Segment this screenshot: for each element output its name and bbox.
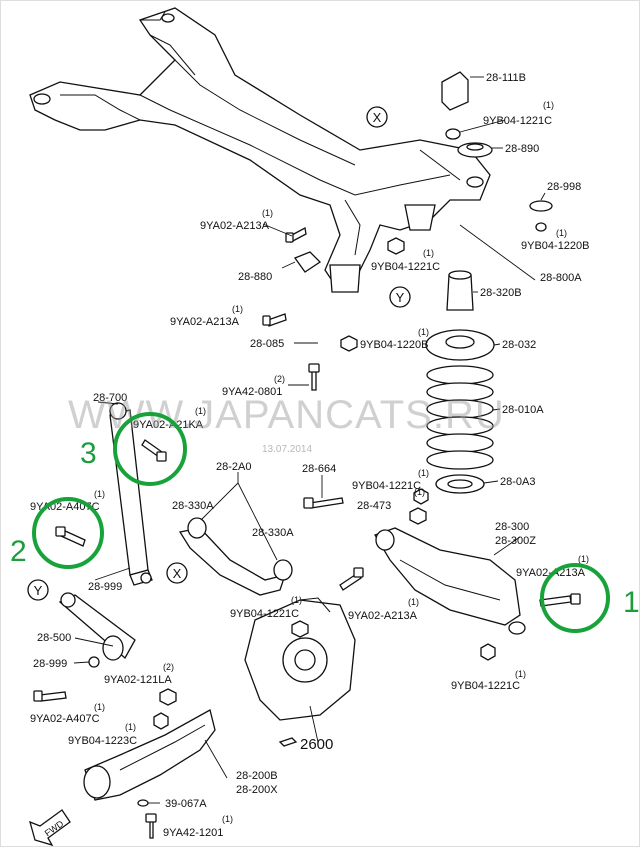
qty-9yb04-1221c-top: (1) [543, 100, 554, 110]
rear-crossmember [29, 7, 491, 293]
label-2600: 2600 [300, 736, 333, 753]
view-marker-x-top-label: X [373, 110, 382, 125]
view-marker-y-bottom-label: Y [34, 583, 43, 598]
label-9ya02-21ka: 9YA02-A21KA [133, 419, 204, 431]
label-28-330a-left: 28-330A [172, 500, 214, 512]
qty-9yb04-1221c-low: (1) [291, 595, 302, 605]
label-28-032: 28-032 [502, 339, 536, 351]
label-28-010a: 28-010A [502, 404, 544, 416]
view-marker-y-top [389, 286, 411, 308]
leader-lines [73, 76, 546, 804]
label-9yb04-1221c-spring: 9YB04-1221C [352, 480, 421, 492]
label-9yb04-1221c-low: 9YB04-1221C [230, 608, 299, 620]
label-28-473: 28-473 [357, 500, 391, 512]
lower-control-arm [374, 527, 526, 635]
view-marker-x-bottom-label: X [173, 566, 182, 581]
label-28-200b: 28-200B [236, 770, 278, 782]
label-28-500: 28-500 [37, 632, 71, 644]
qty-9ya42-0801: (2) [274, 374, 285, 384]
qty-9ya02-21ka: (1) [195, 406, 206, 416]
label-9yb04-1220b-mid: 9YB04-1220B [360, 339, 429, 351]
label-28-2a0: 28-2A0 [216, 461, 251, 473]
label-9ya02-a213a-1: 9YA02-A213A [200, 220, 270, 232]
label-28-200x: 28-200X [236, 784, 278, 796]
label-28-999-top: 28-999 [88, 581, 122, 593]
qty-28-473: (1) [414, 487, 425, 497]
label-28-300: 28-300 [495, 521, 529, 533]
callout-markers: 1 2 3 [10, 412, 640, 633]
callout-number-1: 1 [623, 586, 640, 619]
nuts-and-washers [88, 237, 496, 807]
callout-number-2: 2 [10, 535, 27, 568]
qty-9ya42-1201: (1) [222, 814, 233, 824]
label-28-880: 28-880 [238, 271, 272, 283]
label-9ya02-a407c-bottom: 9YA02-A407C [30, 713, 100, 725]
label-28-085: 28-085 [250, 338, 284, 350]
label-28-999-bottom: 28-999 [33, 658, 67, 670]
shock-mount-stack [425, 71, 553, 361]
qty-9ya02-a213a-1: (1) [262, 208, 273, 218]
qty-9ya02-a213a-2: (1) [232, 304, 243, 314]
qty-9ya02-121la: (2) [163, 662, 174, 672]
label-39-067a: 39-067A [165, 798, 207, 810]
qty-9yb04-1221c-mid: (1) [423, 248, 434, 258]
qty-9yb04-1221c-spring: (1) [418, 468, 429, 478]
view-marker-y-bottom [27, 579, 49, 601]
label-9ya42-1201: 9YA42-1201 [163, 827, 223, 839]
label-28-0a3: 28-0A3 [500, 476, 535, 488]
label-28-664: 28-664 [302, 463, 336, 475]
label-9yb04-1223c: 9YB04-1223C [68, 735, 137, 747]
qty-9ya02-a407c-bottom: (1) [94, 702, 105, 712]
label-9ya42-0801: 9YA42-0801 [222, 386, 282, 398]
qty-9ya02-a213a-3: (1) [578, 554, 589, 564]
view-marker-x-top [366, 106, 388, 128]
qty-9yb04-1223c: (1) [125, 722, 136, 732]
label-28-330a-right: 28-330A [252, 527, 294, 539]
label-9ya02-a213a-4: 9YA02-A213A [348, 610, 418, 622]
qty-9yb04-1220b-mid: (1) [418, 327, 429, 337]
label-9yb04-1221c-mid: 9YB04-1221C [371, 261, 440, 273]
qty-9yb04-1220b-right: (1) [556, 228, 567, 238]
coil-spring [426, 365, 494, 494]
view-marker-x-bottom [166, 562, 188, 584]
label-28-320b: 28-320B [480, 287, 522, 299]
qty-9ya02-a407c-top: (1) [94, 489, 105, 499]
label-28-700: 28-700 [93, 392, 127, 404]
label-28-998: 28-998 [547, 181, 581, 193]
bolts [33, 227, 581, 839]
label-9yb04-1221c-right: 9YB04-1221C [451, 680, 520, 692]
rear-knuckle [244, 597, 356, 721]
label-28-300z: 28-300Z [495, 535, 536, 547]
callout-circle-3 [113, 412, 187, 486]
label-9yb04-1220b-right: 9YB04-1220B [521, 240, 590, 252]
lateral-link [58, 592, 136, 661]
shock-absorber [109, 402, 153, 586]
label-9yb04-1221c-top: 9YB04-1221C [483, 115, 552, 127]
qty-9yb04-1221c-right: (1) [515, 669, 526, 679]
callout-circle-1 [540, 563, 610, 633]
label-9ya02-121la: 9YA02-121LA [104, 674, 172, 686]
qty-9ya02-a213a-4: (1) [408, 597, 419, 607]
watermark-text: WWW.JAPANCATS.RU [68, 393, 505, 437]
label-28-890: 28-890 [505, 143, 539, 155]
trailing-arm [83, 709, 216, 801]
watermark-date: 13.07.2014 [262, 444, 312, 455]
upper-arm [178, 517, 293, 596]
label-28-111b: 28-111B [486, 72, 526, 84]
view-markers: X Y X Y [27, 106, 411, 601]
fwd-arrow: FWD [29, 809, 71, 847]
label-9ya02-a213a-2: 9YA02-A213A [170, 316, 240, 328]
part-labels: 28-111B (1) 9YB04-1221C 28-890 28-998 (1… [30, 72, 590, 839]
label-28-800a: 28-800A [540, 272, 582, 284]
fwd-arrow-icon [29, 809, 71, 847]
callout-number-3: 3 [80, 437, 97, 470]
callout-circle-2 [32, 497, 104, 569]
view-marker-y-top-label: Y [396, 290, 405, 305]
